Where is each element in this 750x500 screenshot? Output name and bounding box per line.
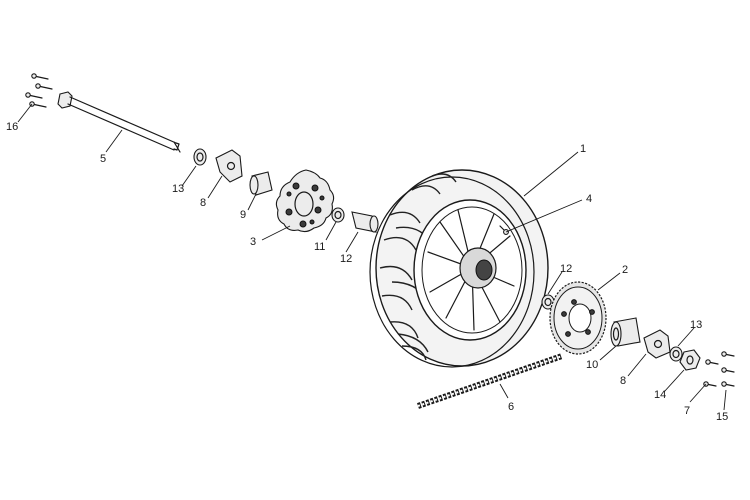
callout-13-left: 13	[172, 183, 184, 195]
callout-7: 7	[684, 405, 690, 417]
screw-set-left	[25, 73, 53, 108]
spacer-ring-11	[331, 207, 345, 223]
callout-10: 10	[586, 359, 598, 371]
chain-adjuster-right	[643, 329, 671, 359]
leader-lines	[17, 103, 727, 411]
spacer-tube-left	[351, 211, 379, 233]
washer-right	[669, 346, 683, 362]
callout-11: 11	[314, 241, 325, 253]
callout-8-left: 8	[200, 197, 206, 209]
callout-15: 15	[716, 411, 728, 423]
axle-nut	[679, 349, 701, 371]
callout-13-right: 13	[690, 319, 702, 331]
callout-5: 5	[100, 153, 106, 165]
chain-adjuster-left	[215, 149, 243, 183]
sprocket-bushing	[610, 317, 641, 347]
callout-16: 16	[6, 121, 18, 133]
callout-labels: 1 2 3 4 5 6 7 8 8 9 10 11 12 12 13 13 14…	[6, 121, 728, 423]
callout-8-right: 8	[620, 375, 626, 387]
callout-1: 1	[580, 143, 586, 155]
bushing	[249, 171, 273, 196]
callout-9: 9	[240, 209, 246, 221]
brake-disc	[275, 169, 335, 233]
rear-sprocket	[549, 281, 607, 355]
spacer-ring-left	[193, 148, 207, 166]
callout-6: 6	[508, 401, 514, 413]
callout-4: 4	[586, 193, 592, 205]
drive-chain	[417, 353, 563, 409]
axle	[57, 91, 181, 153]
rear-wheel-tire	[369, 169, 549, 368]
callout-3: 3	[250, 236, 256, 248]
callout-12-right: 12	[560, 263, 572, 275]
callout-12-left: 12	[340, 253, 352, 265]
callout-2: 2	[622, 264, 628, 276]
screw-set-right	[703, 351, 735, 387]
callout-14: 14	[654, 389, 666, 401]
